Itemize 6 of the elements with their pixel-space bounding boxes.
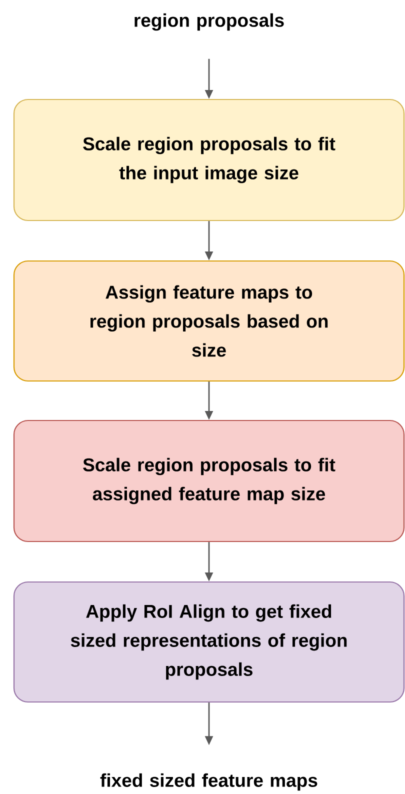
flow-label: fixed sized feature maps — [100, 773, 318, 791]
process-box: Scale region proposals to fit assigned feature map size — [13, 420, 405, 542]
process-box: Scale region proposals to fit the input image size — [13, 98, 405, 222]
flow-label: region proposals — [134, 13, 284, 31]
process-box: Assign feature maps to region proposals based on size — [13, 260, 405, 382]
process-box: Apply RoI Align to get fixed sized representations of region proposals — [13, 581, 405, 703]
